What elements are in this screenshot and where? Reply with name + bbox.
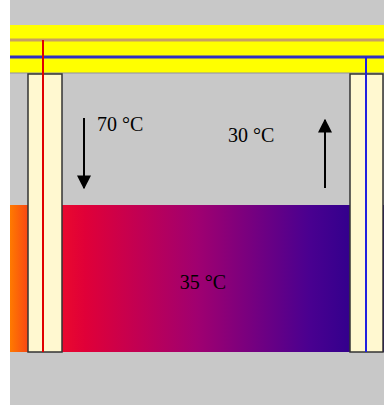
liquid xyxy=(10,205,384,352)
hot-pipe xyxy=(42,40,44,352)
header-line xyxy=(10,73,384,74)
flow-arrow xyxy=(83,118,85,188)
temperature-label: 35 °C xyxy=(180,272,226,292)
flow-arrow xyxy=(324,120,326,188)
background xyxy=(10,0,384,405)
header-line xyxy=(10,56,384,59)
temperature-label: 30 °C xyxy=(228,125,274,145)
header-line xyxy=(10,39,384,42)
pipe-column xyxy=(28,74,62,352)
temperature-label: 70 °C xyxy=(97,114,143,134)
header-band xyxy=(10,25,384,73)
cold-pipe xyxy=(365,57,367,352)
